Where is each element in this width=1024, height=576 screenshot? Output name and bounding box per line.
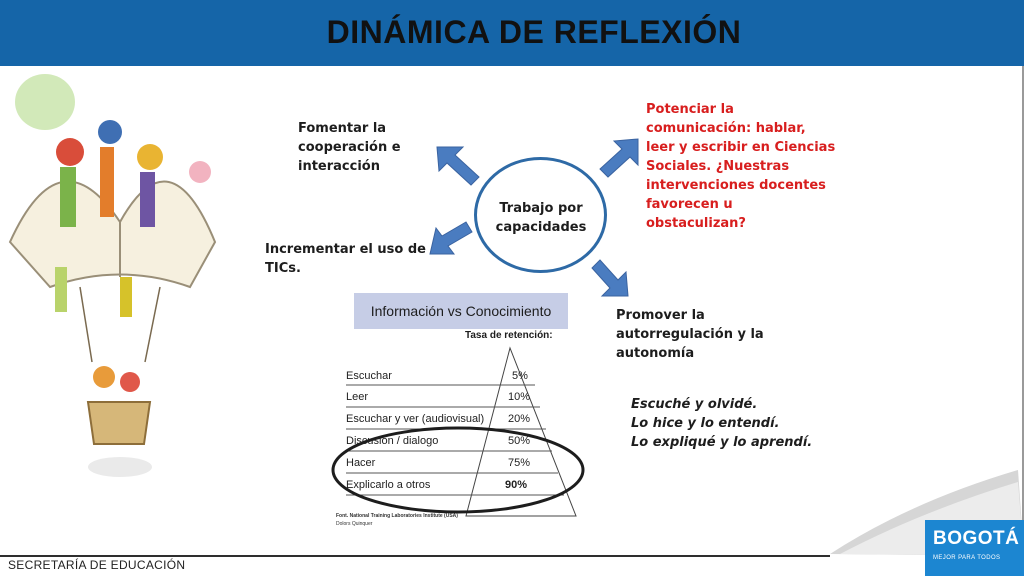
pyramid-subtitle: Tasa de retención: [465,330,553,341]
logo-wordmark: BOGOTÁ [933,528,1020,549]
arrow-down-right-icon [591,259,629,297]
center-node [474,157,607,273]
bogota-logo: BOGOTÁ MEJOR PARA TODOS [925,520,1024,576]
pyramid-row-label: Escuchar [346,370,392,382]
pyramid-row-value: 90% [505,479,528,491]
pyramid-row-label: Discusión / dialogo [346,435,439,447]
retention-pyramid-figure: Información vs Conocimiento Tasa de rete… [330,290,592,530]
logo-tagline: MEJOR PARA TODOS [933,555,1001,561]
slide-edge [1022,66,1024,546]
pyramid-row-value: 75% [508,457,531,469]
pyramid-row-label: Leer [346,391,369,403]
balloon-book-illustration [8,74,217,477]
center-node-label: Trabajo por capacidades [495,201,587,235]
arrow-up-right-icon [599,138,639,178]
pyramid-row-value: 50% [508,435,531,447]
pyramid-author: Dolors Quinquer [336,521,373,527]
item-cooperation: Fomentar la cooperación e interacción [298,121,401,174]
pyramid-title: Información vs Conocimiento [354,293,568,329]
pyramid-row-value: 20% [508,413,531,425]
footer-org-name: SECRETARÍA DE EDUCACIÓN [8,558,186,572]
arrow-up-left-icon [436,146,480,186]
pyramid-source: Font. National Training Laboratories Ins… [336,513,458,519]
item-autonomy: Promover la autorregulación y la autonom… [616,308,764,361]
quote-line-3: Lo expliqué y lo aprendí. [631,435,813,450]
footer-divider [0,555,830,557]
pyramid-row-value: 5% [512,370,528,382]
pyramid-row-value: 10% [508,391,531,403]
pyramid-shape [331,346,585,517]
reflection-quote: Escuché y olvidé. Lo hice y lo entendí. … [631,395,812,452]
slide-title: DINÁMICA DE REFLEXIÓN [326,14,742,50]
quote-line-1: Escuché y olvidé. [631,397,758,412]
pyramid-row-label: Hacer [346,457,376,469]
header-banner [0,0,1024,66]
arrow-left-icon [429,221,473,255]
quote-line-2: Lo hice y lo entendí. [631,416,780,431]
item-tics: Incrementar el uso de TICs. [265,242,426,276]
pyramid-row-label: Explicarlo a otros [346,479,431,491]
item-communication: Potenciar la comunicación: hablar, leer … [646,102,836,231]
pyramid-row-label: Escuchar y ver (audiovisual) [346,413,485,425]
